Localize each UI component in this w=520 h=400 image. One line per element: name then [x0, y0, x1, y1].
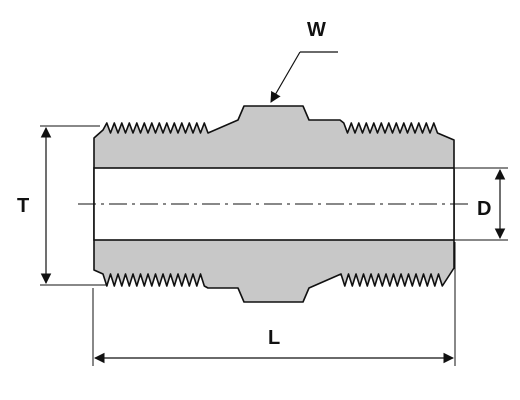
w-leader-diagonal	[270, 51, 301, 103]
w-label: W	[307, 19, 326, 41]
d-label: D	[477, 198, 491, 220]
l-label: L	[268, 327, 280, 349]
t-label: T	[17, 195, 29, 217]
